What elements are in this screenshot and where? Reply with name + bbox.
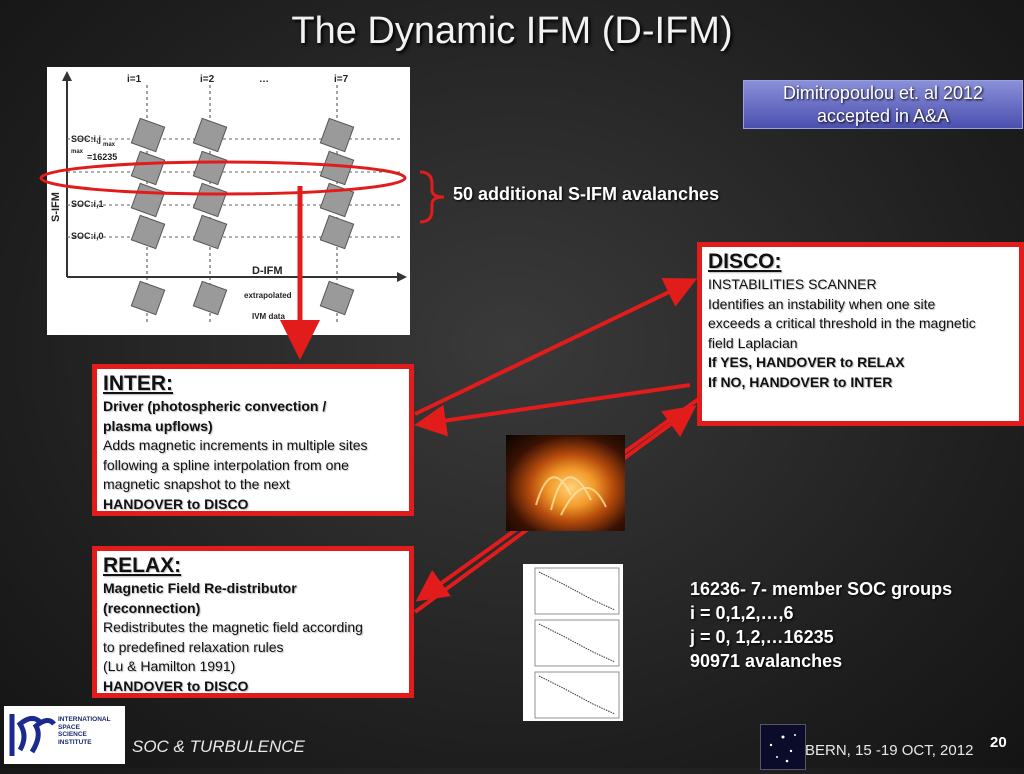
tile <box>130 280 166 316</box>
plots-svg <box>534 567 620 719</box>
disco-yes-rule: If YES, HANDOVER to RELAX <box>708 354 905 370</box>
highlight-ellipse <box>39 160 407 196</box>
additional-avalanches-note: 50 additional S-IFM avalanches <box>453 184 720 204</box>
logo-line-4: INSTITUTE <box>58 738 92 746</box>
inter-desc-2: following a spline interpolation from on… <box>103 456 349 473</box>
starfield-svg <box>769 734 796 763</box>
stats-line-2: i = 0,1,2,…,6 <box>690 603 794 623</box>
relax-bold-2: (reconnection) <box>103 599 201 616</box>
stats-line-1: 16236- 7- member SOC groups <box>690 579 953 599</box>
plot-trace <box>538 675 616 715</box>
note-extrapolated: extrapolated <box>244 291 292 300</box>
solar-loops-svg <box>535 476 607 516</box>
tile <box>319 117 355 153</box>
row-label-soc-ij: SOC:i,j <box>71 134 101 144</box>
footer-right-text: BERN, 15 -19 OCT, 2012 <box>805 742 974 759</box>
logo-line-1: INTERNATIONAL <box>58 716 111 723</box>
relax-desc-3: (Lu & Hamilton 1991) <box>103 658 236 674</box>
flare-loop <box>535 476 572 506</box>
x-axis-arrow <box>397 272 407 282</box>
logo-line-2: SPACE <box>58 723 80 731</box>
distribution-plots-image <box>523 564 623 721</box>
inter-heading: INTER: <box>103 372 173 395</box>
row-label-jmax: max <box>71 149 84 155</box>
plot-frame <box>534 567 620 615</box>
col-label-ellipsis: … <box>259 74 269 85</box>
col-label-1: i=1 <box>127 74 142 85</box>
inter-handover: HANDOVER to DISCO <box>103 495 249 512</box>
inter-desc-1: Adds magnetic increments in multiple sit… <box>103 437 368 453</box>
relax-panel: RELAX: Magnetic Field Re-distributor (re… <box>92 546 414 698</box>
col-label-7: i=7 <box>334 74 349 85</box>
plot-trace <box>538 623 616 663</box>
footer-left-text: SOC & TURBULENCE <box>132 737 305 756</box>
row-label-soc-i0: SOC:i,0 <box>71 231 104 241</box>
ifm-schematic-svg: i=1 i=2 … i=7 S-IFM SOC:i,j max max =162… <box>50 71 407 322</box>
stats-line-4: 90971 avalanches <box>690 651 843 671</box>
inter-panel: INTER: Driver (photospheric convection /… <box>92 364 414 516</box>
ifm-schematic-diagram: i=1 i=2 … i=7 S-IFM SOC:i,j max max =162… <box>47 67 410 335</box>
plot-trace <box>538 571 616 611</box>
row-label-16235: =16235 <box>87 152 117 162</box>
tile <box>319 280 355 316</box>
flare-loop <box>560 487 607 516</box>
relax-desc-2: to predefined relaxation rules <box>103 638 284 655</box>
inter-bold-1: Driver (photospheric convection / <box>103 398 327 414</box>
slide-title: The Dynamic IFM (D-IFM) <box>291 10 733 52</box>
tile <box>192 182 228 218</box>
disco-panel: DISCO: INSTABILITIES SCANNER Identifies … <box>697 242 1024 426</box>
soc-group-stats: 16236- 7- member SOC groups i = 0,1,2,…,… <box>690 577 952 673</box>
tile <box>192 280 228 316</box>
row-label-max-sub: max <box>103 142 116 148</box>
relax-desc-1: Redistributes the magnetic field accordi… <box>103 619 363 635</box>
y-axis-arrow <box>62 71 72 81</box>
issi-logo-text: INTERNATIONAL SPACE SCIENCE INSTITUTE <box>58 716 111 746</box>
disco-subtitle: INSTABILITIES SCANNER <box>708 276 877 292</box>
issi-logo: INTERNATIONAL SPACE SCIENCE INSTITUTE <box>4 706 125 764</box>
tile <box>192 214 228 250</box>
disco-heading: DISCO: <box>708 250 782 273</box>
disco-desc-3: field Laplacian <box>708 334 798 351</box>
inter-bold-2: plasma upflows) <box>103 417 213 434</box>
note-ivm-data: IVM data <box>252 312 285 321</box>
tile <box>319 214 355 250</box>
citation-line-2: accepted in A&A <box>816 106 950 126</box>
disco-no-rule: If NO, HANDOVER to INTER <box>708 373 893 390</box>
arrow-disco-to-inter <box>414 383 691 437</box>
tile <box>192 117 228 153</box>
row-label-soc-i1: SOC:i,1 <box>71 199 104 209</box>
relax-bold-1: Magnetic Field Re-distributor <box>103 580 297 596</box>
logo-line-3: SCIENCE <box>58 731 87 738</box>
plot-frame <box>534 671 620 719</box>
solar-flare-image <box>506 435 625 531</box>
arrow-inter-to-disco <box>414 277 698 416</box>
plot-frame <box>534 619 620 667</box>
col-label-2: i=2 <box>200 74 215 85</box>
page-number: 20 <box>990 734 1007 751</box>
issi-logo-mark-icon <box>9 714 56 756</box>
disco-desc-1: Identifies an instability when one site <box>708 295 936 312</box>
y-axis-label: S-IFM <box>50 192 62 222</box>
x-axis-label: D-IFM <box>252 265 283 277</box>
relax-heading: RELAX: <box>103 554 182 577</box>
starfield-icon <box>760 724 806 770</box>
brace-shape <box>419 170 445 224</box>
stats-line-3: j = 0, 1,2,…16235 <box>690 627 834 647</box>
tile <box>130 117 166 153</box>
relax-handover: HANDOVER to DISCO <box>103 677 249 694</box>
citation-box: Dimitropoulou et. al 2012 accepted in A&… <box>743 80 1023 129</box>
flare-loop <box>550 476 592 511</box>
tile <box>130 214 166 250</box>
disco-desc-2: exceeds a critical threshold in the magn… <box>708 315 976 331</box>
inter-desc-3: magnetic snapshot to the next <box>103 476 290 492</box>
citation-line-1: Dimitropoulou et. al 2012 <box>782 83 984 103</box>
